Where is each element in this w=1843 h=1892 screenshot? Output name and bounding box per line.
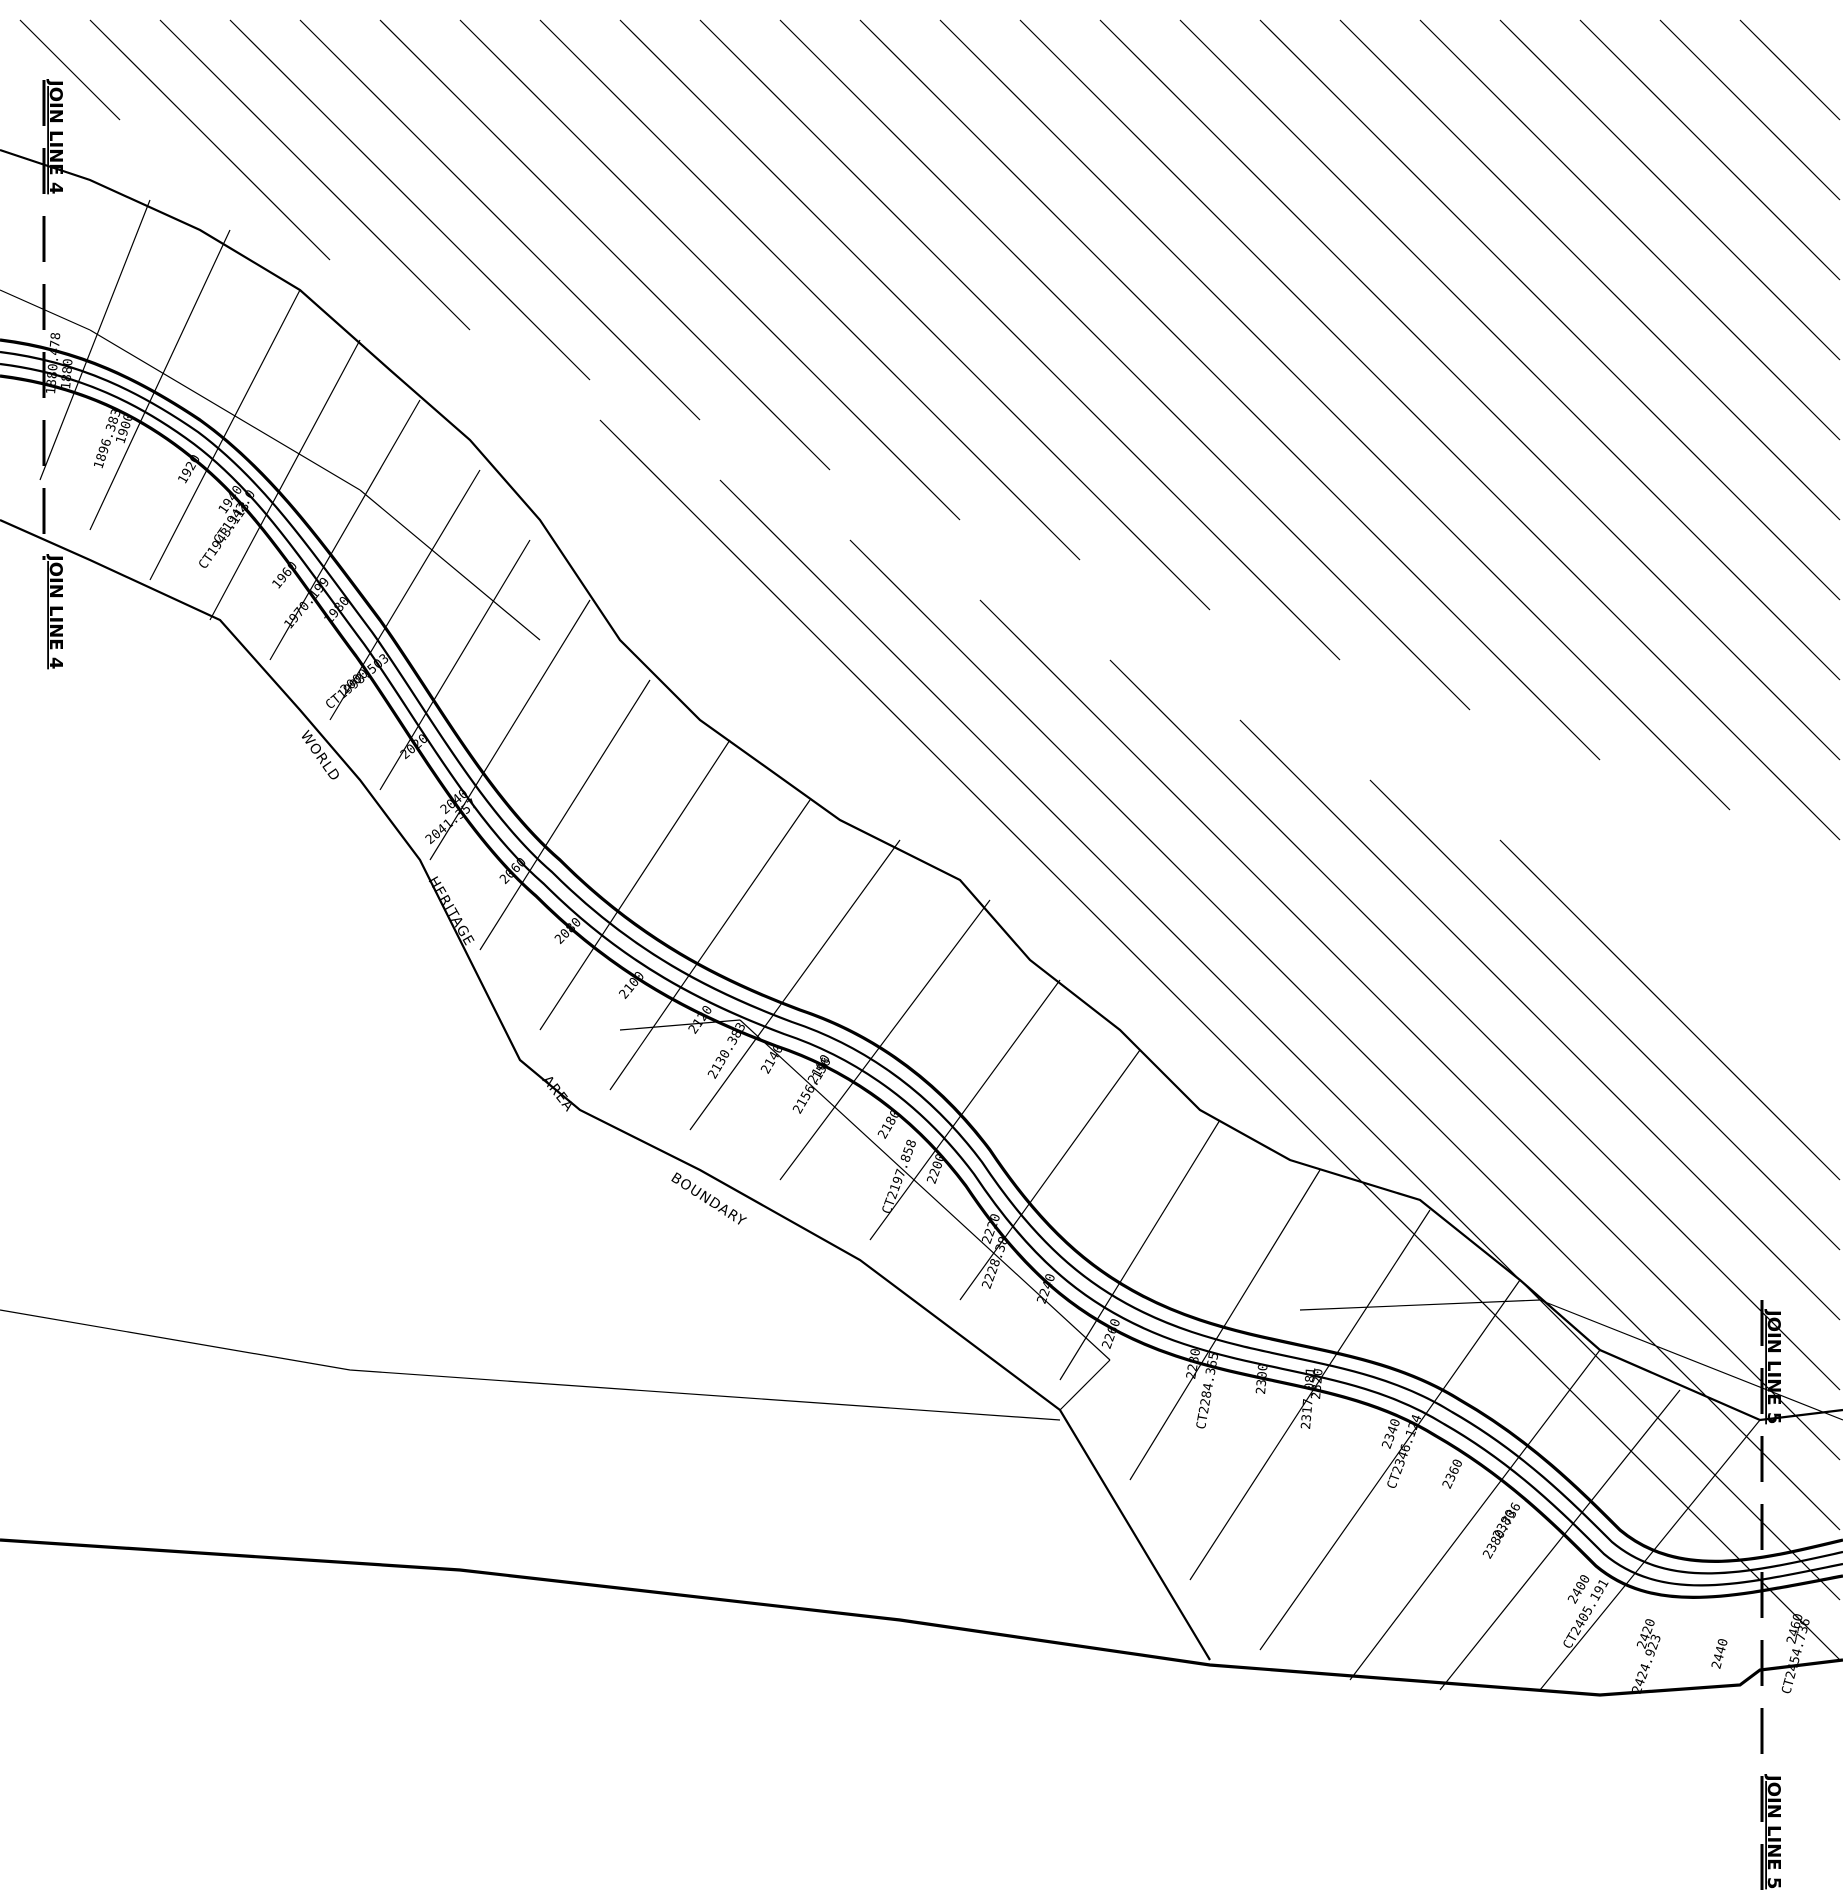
chainage-label: CT2454.736: [1779, 1617, 1814, 1696]
world-heritage-area-boundary: [0, 518, 1211, 1661]
chainage-label: 2320: [1309, 1368, 1327, 1401]
chainage-label: 2317.081: [1299, 1367, 1319, 1431]
chainage-label: 2300: [1254, 1363, 1272, 1396]
chainage-label: 2060: [497, 855, 530, 888]
chainage-label: 1970.199: [282, 575, 334, 633]
chainage-label: 2080: [552, 915, 585, 948]
join-line-label-top-2: JOIN LINE 4: [45, 553, 66, 669]
chainage-label: 2380.736: [1480, 1500, 1524, 1562]
boundary-word-boundary: BOUNDARY: [668, 1170, 749, 1231]
chainage-label: 2280: [1184, 1347, 1204, 1380]
chainage-label: 2360: [1440, 1457, 1467, 1492]
corridor-upper-boundary: [0, 148, 1843, 1422]
join-line-label-right-1: JOIN LINE 5: [1763, 1308, 1784, 1424]
boundary-word-heritage: HERITAGE: [425, 874, 478, 949]
chainage-label: 2130.383: [705, 1020, 749, 1082]
chainage-label: 2100: [617, 969, 649, 1003]
chainage-label: 1880: [59, 358, 77, 391]
chainage-label: 2200: [925, 1152, 950, 1187]
terrain-line-1: [0, 1309, 1061, 1421]
hatch-region-corridor: [39, 199, 1761, 1691]
chainage-label: 1880.478: [44, 332, 64, 396]
chainage-labels: 1880.478 1880 1896.383 1900 1920 CT1942.…: [44, 332, 1814, 1697]
road-carriageway: [0, 338, 1843, 1599]
chainage-label: 2180: [875, 1107, 904, 1142]
chainage-label: 2440: [1709, 1637, 1732, 1671]
join-line-label-top-1: JOIN LINE 4: [45, 78, 66, 194]
boundary-word-world: WORLD: [297, 728, 343, 785]
join-line-label-right-2: JOIN LINE 5: [1763, 1773, 1784, 1889]
boundary-word-area: AREA: [539, 1073, 577, 1116]
chainage-label: 1920: [175, 452, 204, 487]
chainage-label: 2424.923: [1630, 1632, 1666, 1696]
hatch-region-upper: [19, 19, 1841, 1661]
section-guide-lines: [0, 289, 1843, 1421]
chainage-label: 2156.156: [790, 1055, 834, 1117]
chainage-label: CT2197.858: [880, 1138, 921, 1217]
terrain-line-2: [0, 1538, 1843, 1697]
